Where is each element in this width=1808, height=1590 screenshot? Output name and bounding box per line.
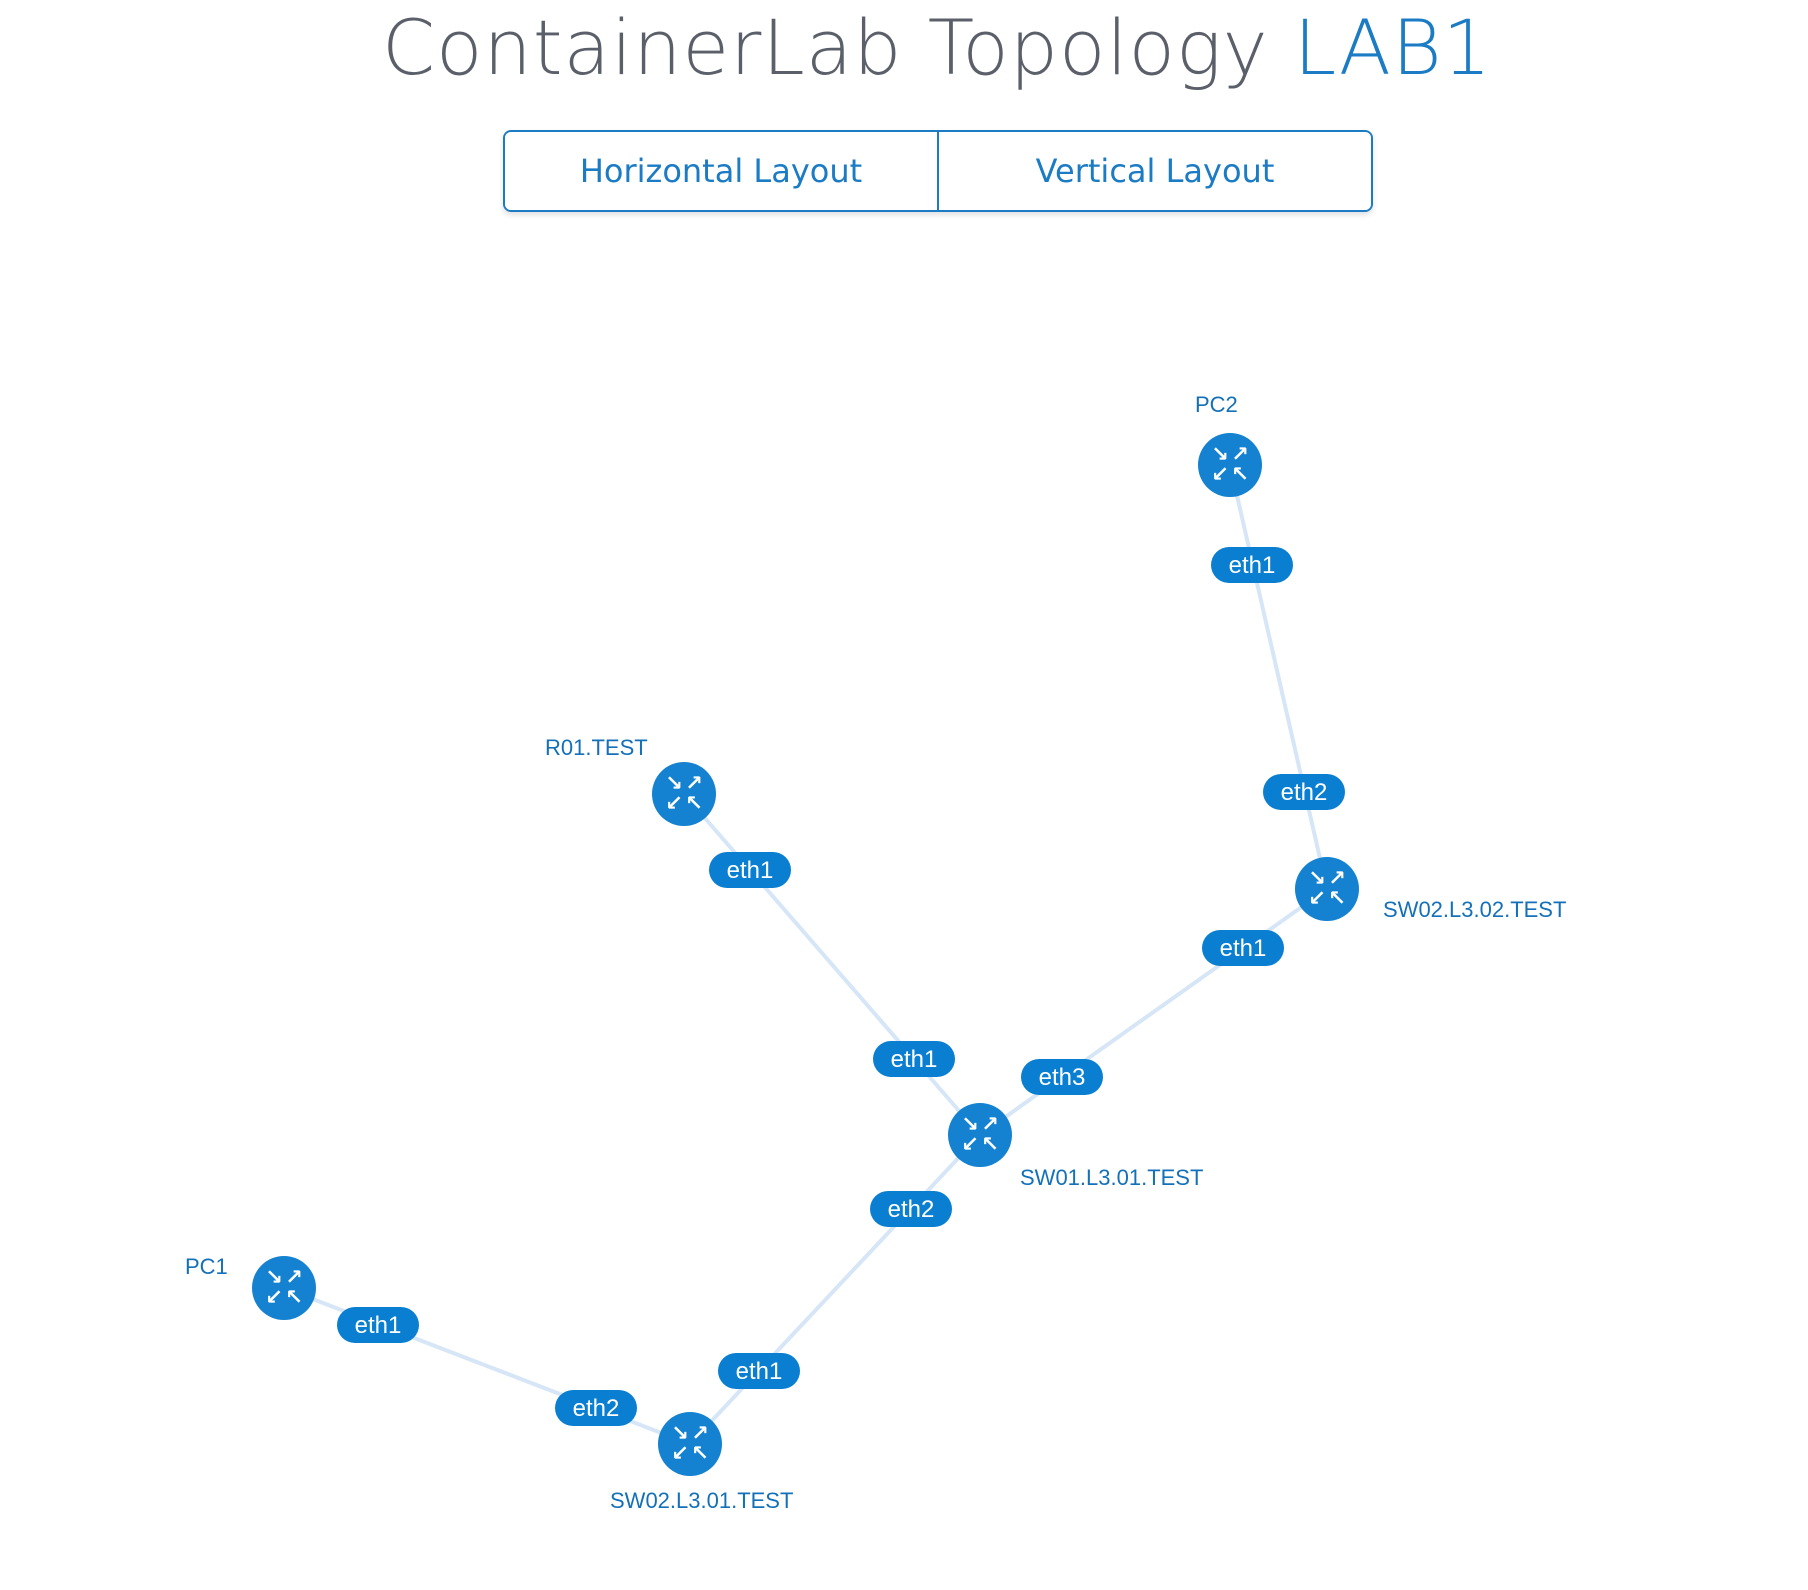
arrow-glyph: ↘	[1211, 442, 1229, 466]
port-pill[interactable]	[1211, 547, 1293, 583]
arrow-glyph: ↙	[665, 791, 683, 815]
arrow-glyph: ↙	[961, 1132, 979, 1156]
arrow-glyph: ↗	[285, 1265, 303, 1289]
port-badge-SW02.L3.01.TEST-eth1[interactable]: eth1	[718, 1353, 800, 1389]
arrow-glyph: ↙	[265, 1285, 283, 1309]
port-badge-PC1-eth1[interactable]: eth1	[337, 1307, 419, 1343]
arrow-glyph: ↗	[1231, 442, 1249, 466]
horizontal-layout-button[interactable]: Horizontal Layout	[505, 132, 937, 210]
node-label: SW02.L3.01.TEST	[610, 1488, 793, 1513]
node-label: R01.TEST	[545, 735, 648, 760]
node-circle[interactable]	[1198, 433, 1262, 497]
port-badge-SW02.L3.01.TEST-eth2[interactable]: eth2	[555, 1390, 637, 1426]
router-icon: ↘↗↙↖	[265, 1265, 303, 1309]
link-SW01.L3.01.TEST-SW02.L3.01.TEST	[688, 1133, 982, 1446]
arrow-glyph: ↗	[1328, 866, 1346, 890]
node-label: SW02.L3.02.TEST	[1383, 897, 1566, 922]
port-badge-PC2-eth1[interactable]: eth1	[1211, 547, 1293, 583]
port-badge-SW01.L3.01.TEST-eth3[interactable]: eth3	[1021, 1059, 1103, 1095]
node-label: PC1	[185, 1254, 228, 1279]
arrow-glyph: ↗	[691, 1421, 709, 1445]
port-pill[interactable]	[718, 1353, 800, 1389]
node-label: PC2	[1195, 392, 1238, 417]
link-SW02.L3.02.TEST-SW01.L3.01.TEST	[978, 887, 1329, 1137]
port-label: eth2	[888, 1196, 935, 1223]
node-PC2[interactable]: ↘↗↙↖ PC2	[1195, 392, 1262, 497]
nodes-layer: ↘↗↙↖PC2↘↗↙↖R01.TEST↘↗↙↖SW02.L3.02.TEST↘↗…	[185, 392, 1566, 1513]
arrow-glyph: ↖	[1231, 462, 1249, 486]
title-main: ContainerLab Topology	[381, 3, 1269, 92]
page-title: ContainerLab Topology LAB1	[0, 0, 1808, 96]
layout-toggle-group: Horizontal Layout Vertical Layout	[503, 130, 1373, 212]
node-circle[interactable]	[1295, 857, 1359, 921]
arrow-glyph: ↗	[685, 771, 703, 795]
port-badge-SW02.L3.02.TEST-eth2[interactable]: eth2	[1263, 774, 1345, 810]
port-label: eth2	[573, 1395, 620, 1422]
arrow-glyph: ↘	[1308, 866, 1326, 890]
port-label: eth3	[1039, 1064, 1086, 1091]
port-badge-SW01.L3.01.TEST-eth1[interactable]: eth1	[873, 1041, 955, 1077]
arrow-glyph: ↙	[1308, 886, 1326, 910]
port-label: eth1	[736, 1358, 783, 1385]
node-R01.TEST[interactable]: ↘↗↙↖ R01.TEST	[545, 735, 716, 826]
port-label: eth2	[1281, 779, 1328, 806]
arrow-glyph: ↙	[671, 1441, 689, 1465]
arrow-glyph: ↙	[1211, 462, 1229, 486]
arrow-glyph: ↖	[685, 791, 703, 815]
port-pill[interactable]	[709, 852, 791, 888]
arrow-glyph: ↖	[981, 1132, 999, 1156]
arrow-glyph: ↘	[671, 1421, 689, 1445]
port-pill[interactable]	[555, 1390, 637, 1426]
router-icon: ↘↗↙↖	[1308, 866, 1346, 910]
node-circle[interactable]	[658, 1412, 722, 1476]
port-pill[interactable]	[1202, 930, 1284, 966]
port-label: eth1	[355, 1312, 402, 1339]
arrow-glyph: ↘	[961, 1112, 979, 1136]
node-circle[interactable]	[252, 1256, 316, 1320]
arrow-glyph: ↘	[265, 1265, 283, 1289]
port-label: eth1	[891, 1046, 938, 1073]
port-label: eth1	[727, 857, 774, 884]
router-icon: ↘↗↙↖	[665, 771, 703, 815]
vertical-layout-button[interactable]: Vertical Layout	[937, 132, 1371, 210]
router-icon: ↘↗↙↖	[1211, 442, 1249, 486]
router-icon: ↘↗↙↖	[961, 1112, 999, 1156]
arrow-glyph: ↘	[665, 771, 683, 795]
link-R01.TEST-SW01.L3.01.TEST	[682, 792, 982, 1137]
ports-layer: eth1 eth2 eth1 eth1 eth1 eth3 eth2 eth1 eth1 eth2	[337, 547, 1345, 1426]
node-label: SW01.L3.01.TEST	[1020, 1165, 1203, 1190]
port-pill[interactable]	[870, 1191, 952, 1227]
title-accent: LAB1	[1293, 3, 1493, 92]
router-icon: ↘↗↙↖	[671, 1421, 709, 1465]
node-SW01.L3.01.TEST[interactable]: ↘↗↙↖ SW01.L3.01.TEST	[948, 1103, 1203, 1190]
node-SW02.L3.01.TEST[interactable]: ↘↗↙↖ SW02.L3.01.TEST	[610, 1412, 793, 1513]
port-pill[interactable]	[337, 1307, 419, 1343]
node-PC1[interactable]: ↘↗↙↖ PC1	[185, 1254, 316, 1320]
node-SW02.L3.02.TEST[interactable]: ↘↗↙↖ SW02.L3.02.TEST	[1295, 857, 1566, 922]
port-pill[interactable]	[1021, 1059, 1103, 1095]
node-circle[interactable]	[948, 1103, 1012, 1167]
links-layer	[283, 464, 1329, 1446]
arrow-glyph: ↖	[285, 1285, 303, 1309]
link-PC2-SW02.L3.02.TEST	[1228, 464, 1329, 890]
arrow-glyph: ↖	[1328, 886, 1346, 910]
port-label: eth1	[1220, 935, 1267, 962]
port-badge-SW01.L3.01.TEST-eth2[interactable]: eth2	[870, 1191, 952, 1227]
node-circle[interactable]	[652, 762, 716, 826]
port-pill[interactable]	[873, 1041, 955, 1077]
arrow-glyph: ↗	[981, 1112, 999, 1136]
port-label: eth1	[1229, 552, 1276, 579]
arrow-glyph: ↖	[691, 1441, 709, 1465]
port-pill[interactable]	[1263, 774, 1345, 810]
port-badge-R01.TEST-eth1[interactable]: eth1	[709, 852, 791, 888]
port-badge-SW02.L3.02.TEST-eth1[interactable]: eth1	[1202, 930, 1284, 966]
